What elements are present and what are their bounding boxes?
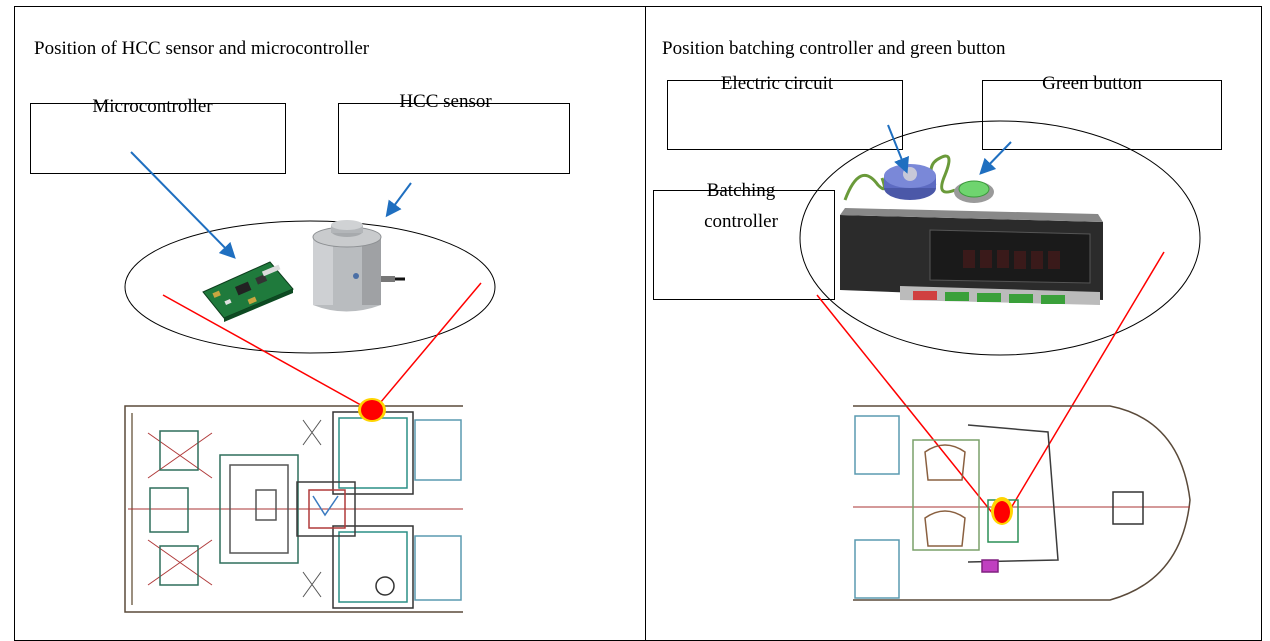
location-marker-icon <box>358 398 386 422</box>
right-panel-caption: Position batching controller and green b… <box>662 38 1006 59</box>
hcc-sensor-label: HCC sensor <box>399 91 492 112</box>
circuit-knob-icon <box>843 154 956 201</box>
green-button-label: Green button <box>1042 73 1142 94</box>
batching-controller-callout <box>653 190 835 300</box>
green-button-callout <box>982 80 1222 150</box>
leader-line <box>162 294 369 410</box>
green-button-pointer-arrow <box>979 141 1012 175</box>
electric-circuit-pointer-arrow <box>887 124 909 174</box>
boat-plan-icon <box>124 405 463 613</box>
batching-controller-label-line1: Batching <box>706 180 776 201</box>
electric-circuit-label: Electric circuit <box>720 73 834 94</box>
microcontroller-pointer-arrow <box>130 151 236 259</box>
hcc-sensor-pointer-arrow <box>385 182 412 218</box>
pcb-icon <box>202 261 294 322</box>
leader-line <box>816 294 999 521</box>
electric-circuit-callout <box>667 80 903 150</box>
load-cell-icon <box>312 220 405 312</box>
hcc-sensor-callout <box>338 103 570 174</box>
batching-controller-icon <box>840 208 1103 305</box>
leader-line <box>374 282 482 410</box>
microcontroller-callout <box>30 103 286 174</box>
microcontroller-label: Microcontroller <box>92 96 213 117</box>
location-marker-icon <box>991 497 1013 525</box>
leader-line <box>1004 251 1165 519</box>
component-group-ellipse <box>799 120 1201 356</box>
green-button-icon <box>954 180 994 203</box>
component-group-ellipse <box>124 220 496 354</box>
batching-controller-label-line2: controller <box>704 211 778 232</box>
boat-plan-icon <box>853 405 1191 601</box>
left-panel-caption: Position of HCC sensor and microcontroll… <box>34 38 370 59</box>
